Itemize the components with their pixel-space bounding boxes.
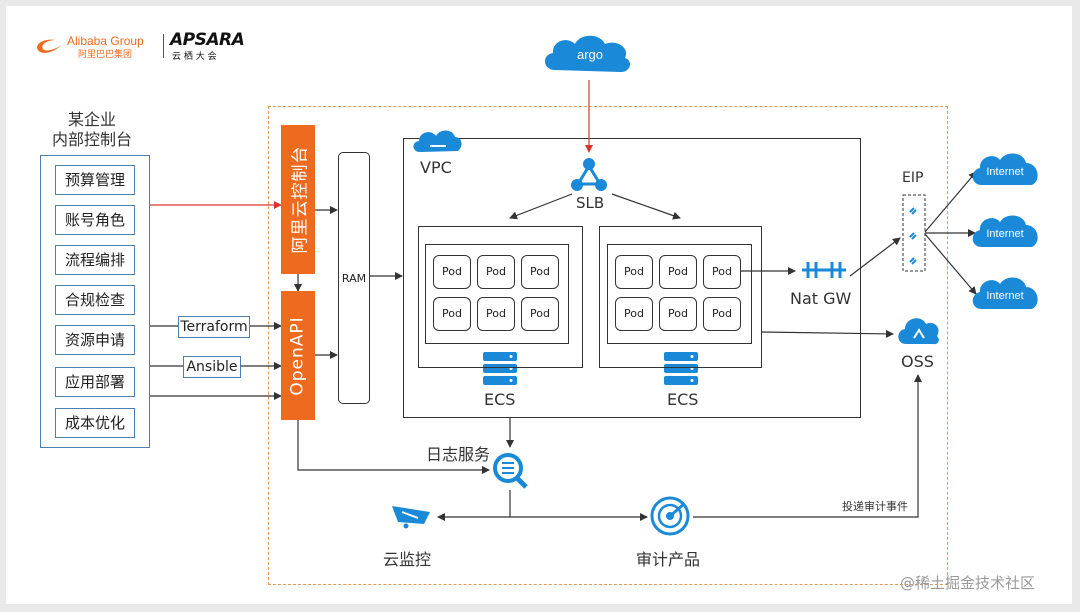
ecs-left-frame xyxy=(418,226,583,368)
internet-label-1: Internet xyxy=(986,166,1024,178)
alibaba-logo: Alibaba Group 阿里巴巴集团 xyxy=(34,34,159,60)
ecs-right-pod[interactable]: Pod xyxy=(615,297,653,331)
ecs-right-pod[interactable]: Pod xyxy=(659,297,697,331)
menu-account-role[interactable]: 账号角色 xyxy=(55,205,135,235)
line-slb-ecs-right xyxy=(611,193,681,220)
logo-divider xyxy=(163,34,164,58)
cloud-boundary xyxy=(268,106,948,585)
ecs-left-label: ECS xyxy=(484,390,516,409)
ansible-box[interactable]: Ansible xyxy=(183,356,241,378)
argo-label: argo xyxy=(576,47,604,62)
enterprise-console-frame xyxy=(40,155,150,448)
ecs-right-pod[interactable]: Pod xyxy=(703,255,741,289)
brand-name-cn: 阿里巴巴集团 xyxy=(78,50,133,60)
line-eip-internet-1 xyxy=(924,171,977,233)
ecs-left-pod[interactable]: Pod xyxy=(433,297,471,331)
ecs-left-pod[interactable]: Pod xyxy=(521,297,559,331)
menu-budget[interactable]: 预算管理 xyxy=(55,165,135,195)
internet-cloud-icon-2 xyxy=(972,215,1038,247)
internet-cloud-icon-3 xyxy=(972,277,1038,309)
eip-frame xyxy=(902,194,926,272)
line-ecs-oss xyxy=(761,329,894,338)
apsara-logo: APSARA 云 栖 大 会 xyxy=(170,30,250,62)
line-audit-oss xyxy=(693,374,922,518)
log-service-label: 日志服务 xyxy=(426,445,491,464)
ecs-right-pod-group xyxy=(607,244,752,344)
eip-link-icons xyxy=(909,207,917,265)
audit-event-label: 投递审计事件 xyxy=(842,500,908,513)
ecs-right-pod[interactable]: Pod xyxy=(659,255,697,289)
menu-app-deploy[interactable]: 应用部署 xyxy=(55,367,135,397)
menu-workflow[interactable]: 流程编排 xyxy=(55,245,135,275)
slb-label: SLB xyxy=(576,194,605,212)
line-natgw-eip xyxy=(849,237,901,277)
oss-icon xyxy=(898,318,939,345)
ecs-left-pod[interactable]: Pod xyxy=(477,297,515,331)
menu-compliance[interactable]: 合规检查 xyxy=(55,285,135,315)
ecs-right-pod[interactable]: Pod xyxy=(615,255,653,289)
internet-label-2: Internet xyxy=(986,228,1024,240)
internet-cloud-icon-1 xyxy=(972,153,1038,185)
ecs-right-label: ECS xyxy=(667,390,699,409)
cloud-monitor-icon xyxy=(392,506,430,529)
argo-cloud-icon xyxy=(544,35,631,73)
apsara-name: APSARA xyxy=(170,30,245,50)
vpc-frame xyxy=(403,138,861,418)
openapi-label: OpenAPI xyxy=(288,315,308,396)
ecs-left-pod[interactable]: Pod xyxy=(521,255,559,289)
menu-resource-request[interactable]: 资源申请 xyxy=(55,325,135,355)
line-slb-ecs-left xyxy=(509,193,573,220)
ram-label: RAM xyxy=(341,271,367,285)
ecs-right-server-icon xyxy=(664,352,698,385)
watermark: @稀土掘金技术社区 xyxy=(900,574,1036,592)
openapi-bar[interactable]: OpenAPI xyxy=(281,291,315,420)
eip-label: EIP xyxy=(902,170,924,186)
slb-icon xyxy=(571,158,607,191)
ram-bar: RAM xyxy=(338,152,370,404)
terraform-box[interactable]: Terraform xyxy=(178,316,250,338)
internet-label-3: Internet xyxy=(986,290,1024,302)
audit-label: 审计产品 xyxy=(636,550,701,569)
ecs-right-pod[interactable]: Pod xyxy=(703,297,741,331)
enterprise-title-line2: 内部控制台 xyxy=(52,130,133,149)
oss-label: OSS xyxy=(901,352,934,371)
menu-cost-opt[interactable]: 成本优化 xyxy=(55,408,135,438)
line-eip-internet-3 xyxy=(924,233,977,295)
enterprise-title-line1: 某企业 xyxy=(68,110,117,129)
vpc-cloud-icon xyxy=(413,130,462,152)
log-service-icon xyxy=(493,453,528,489)
aliyun-console-label: 阿里云控制台 xyxy=(290,145,311,254)
ecs-left-pod-group xyxy=(425,244,569,344)
ecs-right-frame xyxy=(599,226,762,368)
ecs-left-server-icon xyxy=(483,352,517,385)
natgw-icon xyxy=(802,262,846,278)
cloud-monitor-label: 云监控 xyxy=(383,550,432,569)
ecs-left-pod[interactable]: Pod xyxy=(477,255,515,289)
aliyun-console-bar[interactable]: 阿里云控制台 xyxy=(281,125,315,274)
ecs-left-pod[interactable]: Pod xyxy=(433,255,471,289)
line-openapi-log xyxy=(297,420,490,474)
vpc-label: VPC xyxy=(420,158,452,177)
audit-radar-icon xyxy=(650,496,690,536)
apsara-sub: 云 栖 大 会 xyxy=(172,52,217,62)
brand-name: Alibaba Group xyxy=(67,34,144,48)
natgw-label: Nat GW xyxy=(790,289,852,308)
alibaba-logo-icon xyxy=(37,39,62,53)
